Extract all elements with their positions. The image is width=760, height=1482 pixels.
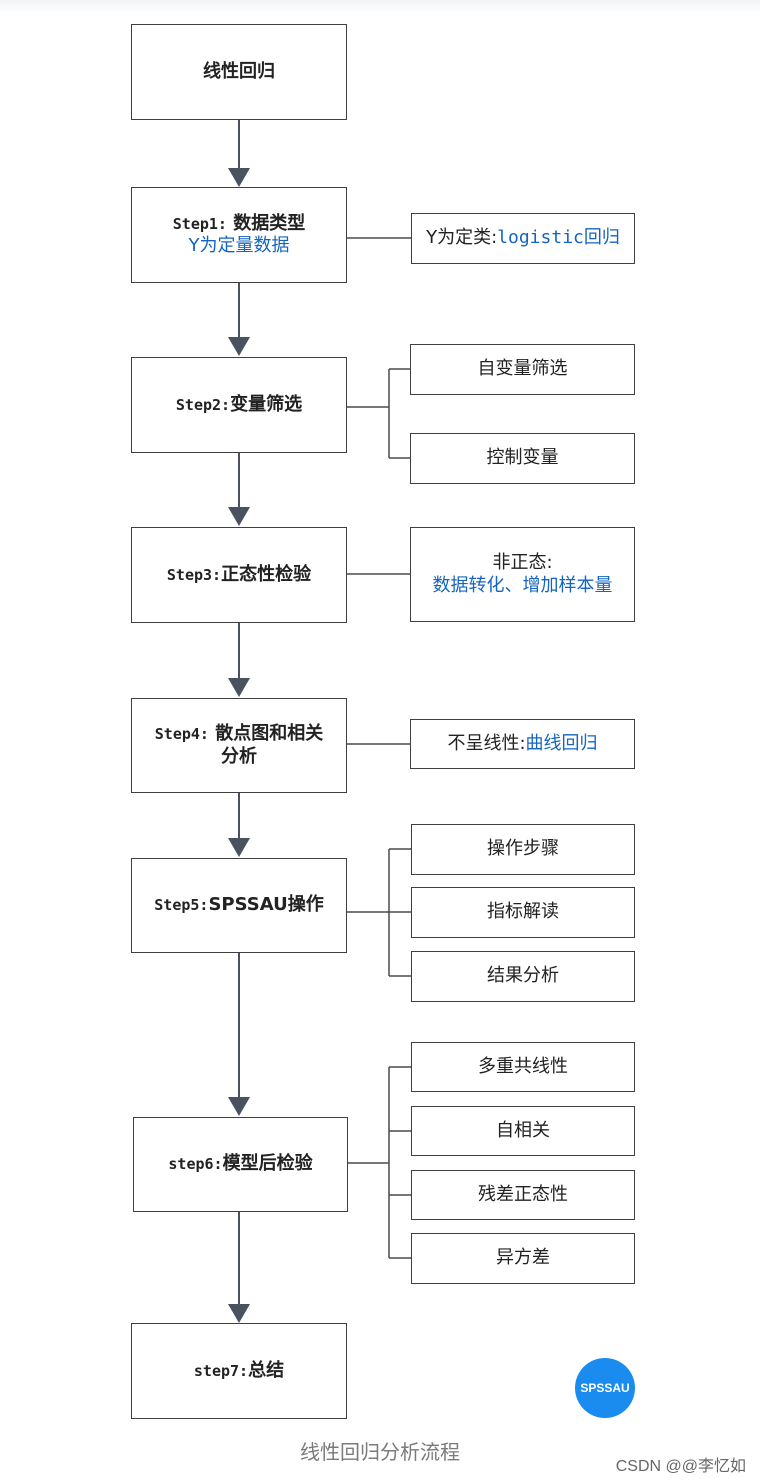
step5-side-item: 指标解读 (411, 887, 635, 938)
step4-side-text: 不呈线性: (447, 732, 526, 754)
spssau-logo: SPSSAU (575, 1358, 635, 1418)
step3-side-node: 非正态: 数据转化、增加样本量 (410, 527, 635, 622)
step5-side-label: 操作步骤 (487, 838, 559, 860)
step5-side-label: 结果分析 (487, 965, 559, 987)
step1-title: Step1: 数据类型 (173, 213, 305, 236)
step3-side-line2: 数据转化、增加样本量 (432, 574, 613, 596)
step1-prefix: Step1: (172, 214, 227, 233)
step5-side-item: 结果分析 (411, 951, 635, 1002)
step1-side-node: Y为定类: logistic回归 (411, 213, 635, 264)
step6-side-label: 自相关 (496, 1119, 550, 1141)
step6-side-label: 多重共线性 (478, 1055, 568, 1077)
step5-prefix: Step5: (154, 896, 209, 915)
step5-side-item: 操作步骤 (411, 824, 635, 875)
step1-node: Step1: 数据类型 Y为定量数据 (131, 187, 347, 283)
step4-side-link: 曲线回归 (525, 732, 598, 754)
step6-side-label: 异方差 (496, 1247, 550, 1269)
step7-prefix: step7: (193, 1361, 249, 1380)
step5-node: Step5: SPSSAU操作 (131, 858, 347, 953)
step1-subtitle: Y为定量数据 (188, 235, 290, 256)
root-label: 线性回归 (203, 60, 275, 82)
step1-side-link: logistic回归 (497, 227, 620, 249)
step2-prefix: Step2: (175, 395, 231, 414)
step2-node: Step2: 变量筛选 (131, 357, 347, 453)
page-top-shadow (0, 0, 760, 14)
step6-prefix: step6: (168, 1155, 223, 1174)
step4-prefix: Step4: (154, 725, 209, 743)
step2-side-item: 控制变量 (410, 433, 635, 484)
figure-caption: 线性回归分析流程 (300, 1440, 460, 1464)
step2-title-text: 变量筛选 (230, 393, 303, 415)
step1-title-text: 数据类型 (233, 212, 306, 234)
step2-side-label: 控制变量 (486, 447, 559, 469)
root-node: 线性回归 (131, 24, 347, 120)
step5-side-label: 指标解读 (487, 901, 559, 923)
step2-side-label: 自变量筛选 (477, 358, 568, 380)
step6-side-item: 多重共线性 (411, 1042, 635, 1092)
step4-title-line1: 散点图和相关 (215, 723, 324, 744)
csdn-watermark: CSDN @@李忆如 (615, 1458, 746, 1475)
step4-title: Step4: 散点图和相关 (155, 723, 323, 746)
step6-node: step6: 模型后检验 (133, 1117, 348, 1212)
step3-side-line1: 非正态: (492, 552, 553, 573)
step6-side-item: 自相关 (411, 1106, 635, 1156)
step2-side-item: 自变量筛选 (410, 344, 635, 395)
step7-title-text: 总结 (248, 1359, 285, 1381)
step1-side-text: Y为定类: (426, 227, 498, 249)
step4-side-node: 不呈线性: 曲线回归 (410, 719, 635, 769)
spssau-logo-text: SPSSAU (580, 1381, 630, 1395)
step3-title-text: 正态性检验 (221, 563, 312, 585)
step4-node: Step4: 散点图和相关 分析 (131, 698, 347, 793)
step6-side-label: 残差正态性 (478, 1183, 568, 1205)
step4-title-line2: 分析 (221, 745, 257, 767)
step3-node: Step3: 正态性检验 (131, 527, 347, 623)
step3-prefix: Step3: (166, 565, 222, 584)
step6-side-item: 残差正态性 (411, 1170, 635, 1220)
step7-node: step7: 总结 (131, 1323, 347, 1419)
step5-title-text: SPSSAU操作 (208, 894, 324, 916)
step6-side-item: 异方差 (411, 1233, 635, 1284)
step6-title-text: 模型后检验 (222, 1153, 313, 1175)
